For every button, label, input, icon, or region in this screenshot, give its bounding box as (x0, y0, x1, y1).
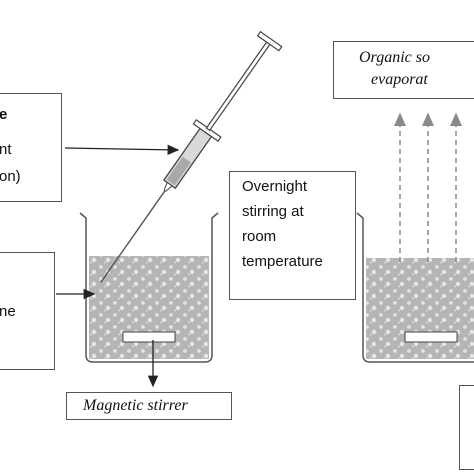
right-beaker (356, 212, 474, 363)
left-top-label-line1: e (0, 106, 8, 123)
overnight-stirring-box: Overnight stirring at room temperature (229, 171, 356, 300)
organic-line2: evaporat (371, 71, 428, 88)
magnetic-stirrer-label-box: Magnetic stirrer (66, 392, 232, 420)
right-beaker-liquid (366, 258, 474, 359)
organic-line1: Organic so (359, 49, 430, 66)
magnetic-stirrer-label: Magnetic stirrer (83, 397, 188, 414)
overnight-line1: Overnight (242, 178, 308, 195)
overnight-line3: room (242, 228, 277, 245)
overnight-line4: temperature (242, 253, 323, 270)
left-beaker (79, 212, 219, 363)
left-stir-bar (122, 331, 176, 343)
left-middle-label-box: ne (0, 252, 55, 370)
left-top-label-box: e nt on) (0, 93, 62, 202)
left-middle-label-line1: ne (0, 303, 16, 320)
syringe-icon (100, 30, 283, 283)
right-stir-bar (404, 331, 458, 343)
arrow-to-syringe (64, 144, 180, 156)
left-top-label-line3: on) (0, 168, 21, 185)
bottom-right-label-box (459, 385, 474, 470)
left-top-label-line2: nt (0, 141, 12, 158)
left-beaker-liquid (89, 256, 209, 359)
overnight-line2: stirring at (242, 203, 304, 220)
evaporation-arrows (394, 112, 462, 262)
organic-solvent-box: Organic so evaporat (333, 41, 474, 99)
